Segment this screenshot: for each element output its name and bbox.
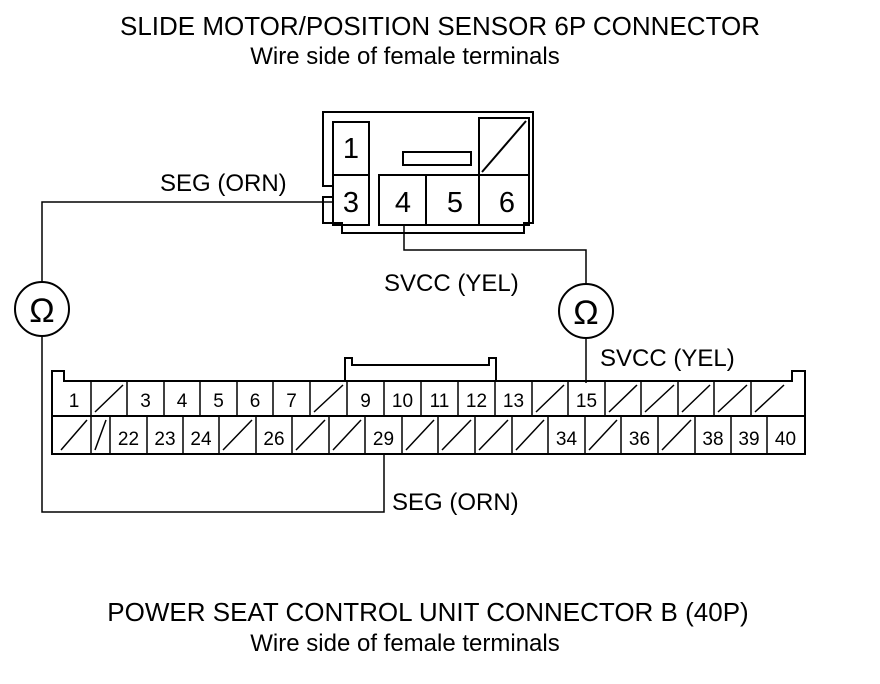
top-connector-subtitle: Wire side of female terminals	[250, 43, 559, 70]
seg-wire-label-top: SEG (ORN)	[160, 170, 287, 197]
pin-2-empty	[478, 117, 530, 176]
pin-26-label: 26	[263, 429, 284, 450]
bottom-connector-subtitle: Wire side of female terminals	[250, 630, 559, 657]
empty-cavity-mark	[441, 419, 472, 451]
pin-40-label: 40	[775, 429, 796, 450]
svcc-wire-label-top: SVCC (YEL)	[384, 270, 519, 297]
ohm-icon: Ω	[29, 292, 54, 330]
pin-3-label: 3	[140, 391, 151, 412]
empty-cavity-mark	[754, 384, 785, 413]
pin-6-label: 6	[250, 391, 261, 412]
empty-cavity-mark	[222, 419, 253, 451]
pin-39-label: 39	[738, 429, 759, 450]
empty-cavity-mark	[478, 419, 509, 451]
top-connector-title: SLIDE MOTOR/POSITION SENSOR 6P CONNECTOR	[120, 11, 760, 41]
pin-7-label: 7	[286, 391, 297, 412]
pin-24-label: 24	[190, 429, 212, 450]
empty-cavity-mark	[681, 384, 711, 413]
empty-cavity-mark	[94, 384, 124, 413]
seg-wire-label-bottom: SEG (ORN)	[392, 489, 519, 516]
empty-cavity-mark	[608, 384, 638, 413]
pin-5-label: 5	[213, 391, 224, 412]
pin-23-label: 23	[154, 429, 175, 450]
empty-cavity-mark	[515, 419, 545, 451]
ohmmeter-right: Ω	[558, 283, 614, 339]
pin-13-label: 13	[503, 391, 524, 412]
empty-cavity-mark	[313, 384, 344, 413]
pin-22-label: 22	[118, 429, 139, 450]
six-pin-connector: 1 3 4 5 6	[322, 111, 534, 234]
pin-9-label: 9	[360, 391, 371, 412]
pin-15-label: 15	[576, 391, 597, 412]
pin-10-label: 10	[392, 391, 413, 412]
pin-12-label: 12	[466, 391, 487, 412]
empty-cavity-mark	[661, 419, 692, 451]
pin-3-label: 3	[343, 187, 359, 219]
empty-cavity-mark	[94, 419, 107, 451]
empty-cavity-mark	[295, 419, 326, 451]
pin-1-label: 1	[69, 391, 80, 412]
pin-34-label: 34	[556, 429, 578, 450]
pin-36-label: 36	[629, 429, 650, 450]
pin-29-label: 29	[373, 429, 394, 450]
svcc-wire-label-bottom: SVCC (YEL)	[600, 345, 735, 372]
pin-4-label: 4	[395, 187, 411, 219]
connector-latch	[402, 151, 472, 166]
ohm-icon: Ω	[573, 294, 598, 332]
ohmmeter-left: Ω	[14, 281, 70, 337]
empty-cavity-mark	[644, 384, 675, 413]
pin-11-label: 11	[430, 391, 450, 412]
empty-cavity-mark	[535, 384, 565, 413]
empty-cavity-mark	[717, 384, 748, 413]
wiring	[41, 201, 587, 513]
pin-6-label: 6	[499, 187, 515, 219]
pin-4-label: 4	[177, 391, 188, 412]
pin-38-label: 38	[702, 429, 723, 450]
empty-cavity-mark	[332, 419, 362, 451]
pin-5-label: 5	[447, 187, 463, 219]
empty-cavity-mark	[588, 419, 618, 451]
bottom-connector-title: POWER SEAT CONTROL UNIT CONNECTOR B (40P…	[107, 597, 748, 627]
empty-cavity-mark	[405, 419, 435, 451]
empty-cavity-mark	[60, 419, 88, 451]
pin-1-label: 1	[343, 133, 359, 165]
